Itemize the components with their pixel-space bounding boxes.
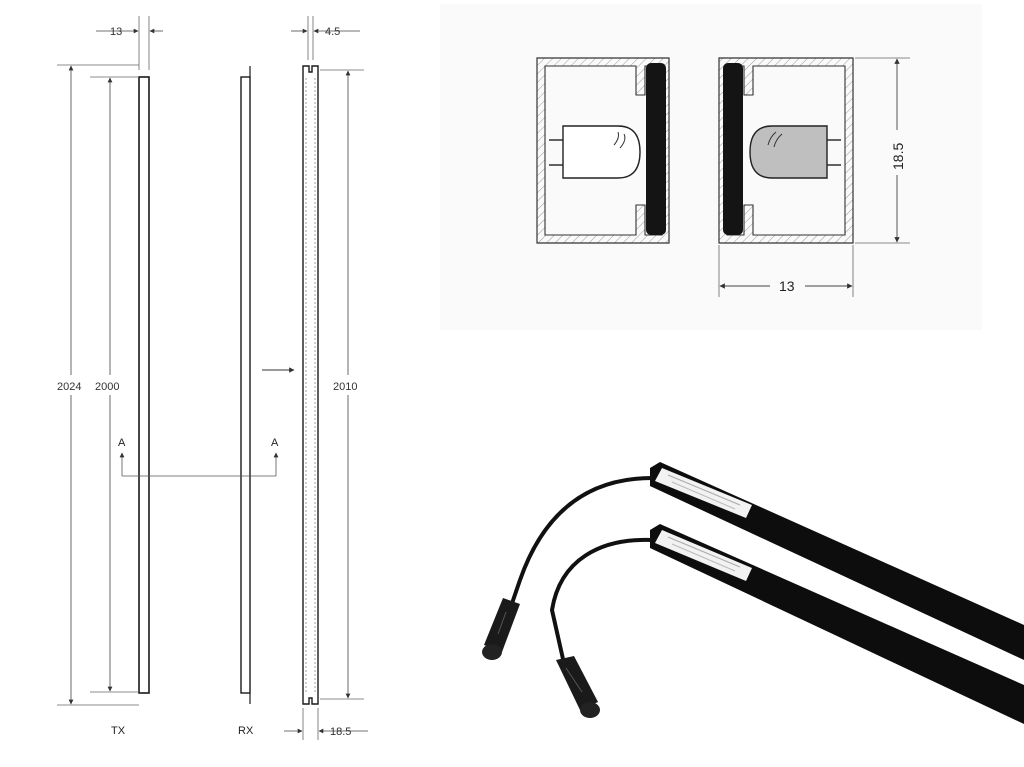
rx-bar-profile <box>302 65 319 705</box>
dim-height-total-label: 2024 <box>57 381 81 393</box>
tx-connector-icon <box>482 598 520 660</box>
tx-housing-section <box>536 57 670 244</box>
tx-bar <box>138 76 150 694</box>
section-mark-right: A <box>271 437 279 449</box>
rx-led-icon <box>749 125 841 179</box>
dim-tx-width: 13 <box>96 16 163 70</box>
tx-light-bar <box>650 462 1024 660</box>
rx-housing-section <box>718 57 854 244</box>
dim-rx-width-label: 4.5 <box>325 26 340 38</box>
dim-section-height: 18.5 <box>855 57 910 244</box>
dim-height-active-label: 2000 <box>95 381 119 393</box>
dim-section-height-label: 18.5 <box>890 143 906 170</box>
rx-connector-icon <box>556 656 600 718</box>
dim-height-total: 2024 <box>57 64 139 706</box>
rx-light-bar <box>650 524 1024 724</box>
dim-bottom-depth: 18.5 <box>284 708 368 740</box>
tx-cable <box>506 476 653 616</box>
dim-section-width: 13 <box>718 245 854 297</box>
rx-bar-side <box>240 66 251 704</box>
dim-height-rx-label: 2010 <box>333 381 357 393</box>
product-photo <box>482 462 1024 724</box>
dim-rx-width: 4.5 <box>291 16 360 60</box>
dim-height-active: 2000 <box>90 76 139 693</box>
rx-cable <box>549 537 653 669</box>
tx-led-icon <box>549 125 641 179</box>
cross-section-panel: 18.5 13 <box>440 4 982 330</box>
dim-height-rx: 2010 <box>320 69 364 700</box>
elevation-drawing: 13 2024 2000 <box>57 16 368 740</box>
label-rx: RX <box>238 725 254 737</box>
label-tx: TX <box>111 725 126 737</box>
section-mark-left: A <box>118 437 126 449</box>
section-line-a: A A <box>118 437 279 477</box>
dim-bottom-depth-label: 18.5 <box>330 726 351 738</box>
dim-section-width-label: 13 <box>779 278 795 294</box>
dim-tx-width-label: 13 <box>110 26 122 38</box>
